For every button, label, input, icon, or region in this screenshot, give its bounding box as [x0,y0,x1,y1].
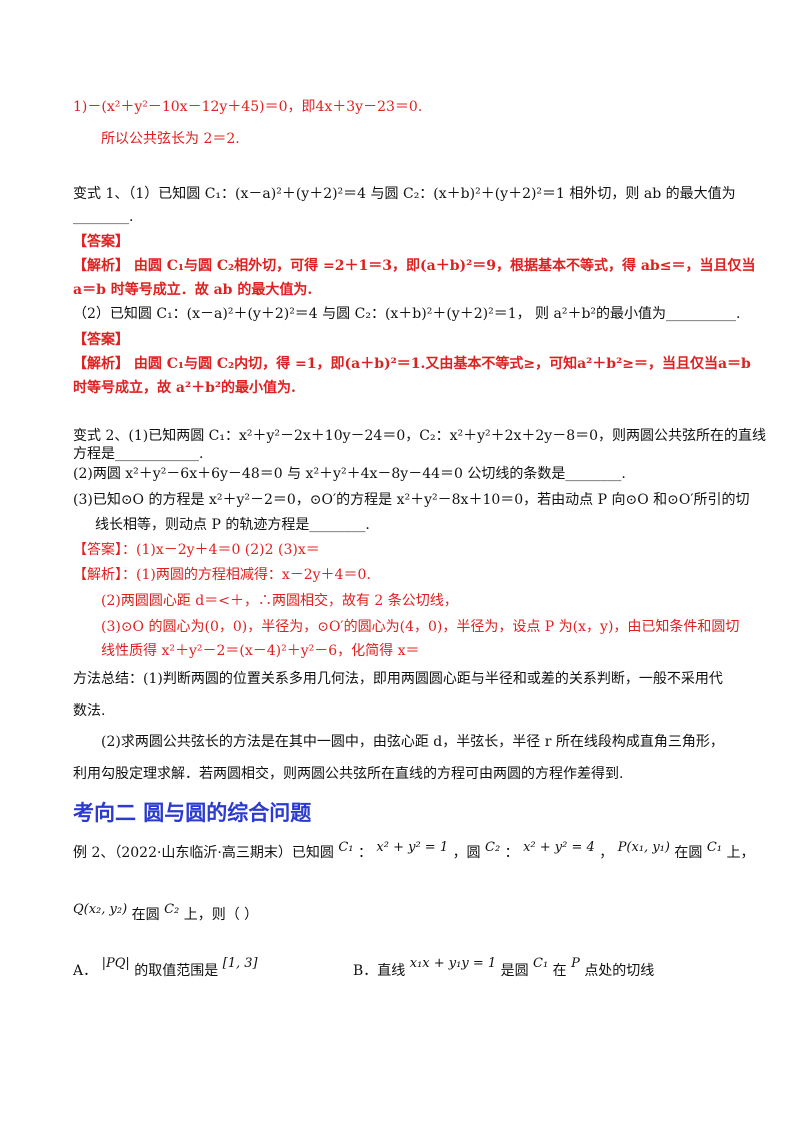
point-p: P(x₁, y₁) [617,840,670,855]
example2-mid: ，圆 [452,845,481,861]
circle-c1-label: C₁ [338,840,354,855]
option-b-label: B．直线 [353,963,406,979]
v1-explanation-2a: 【解析】 由圆 C₁与圆 C₂内切，得 =1，即(a＋b)²＝1.又由基本不等式… [73,356,751,372]
circle-c1-label-2: C₁ [706,840,723,855]
option-b-text-1: 是圆 [500,963,529,979]
point-q: Q(x₂, y₂) [73,902,128,917]
example2-on: 在圆 [674,845,703,861]
section-heading: 考向二 圆与圆的综合问题 [73,801,312,825]
option-b-circle: C₁ [533,956,549,971]
v2-explanation-2: (2)两圆圆心距 d＝<＋，∴两圆相交，故有 2 条公切线， [101,593,458,609]
v1-question-2: （2）已知圆 C₁：(x－a)²＋(y＋2)²＝4 与圆 C₂：(x＋b)²＋(… [73,306,741,322]
method-line-2: 数法. [73,703,106,719]
v2-explanation-1: 【解析】：(1)两圆的方程相减得：x－2y＋4＝0. [73,567,371,583]
v2-question-2: (2)两圆 x²＋y²－6x＋6y－48＝0 与 x²＋y²＋4x－8y－44＝… [73,466,626,482]
option-b: B．直线 x₁x + y₁y = 1 是圆 C₁ 在 P 点处的切线 [353,956,655,982]
option-a-label: A． [73,963,98,979]
v2-answer: 【答案】：(1)x－2y＋4＝0 (2)2 (3)x＝ [73,542,320,558]
example2-then: 上，则（ ） [183,907,259,923]
v1-explanation-2b: 时等号成立，故 a²＋b²的最小值为. [73,380,296,396]
circle-c2-label: C₂ [485,840,501,855]
option-a-abs-pq: |PQ| [101,956,130,971]
circle-c2-equation: x² + y² = 4 [523,840,595,855]
method-line-1: 方法总结：(1)判断两圆的位置关系多用几何法，即用两圆圆心距与半径和或差的关系判… [73,671,723,687]
option-b-text-3: 点处的切线 [584,963,655,979]
option-b-point: P [571,956,580,971]
method-line-4: 利用勾股定理求解．若两圆相交，则两圆公共弦所在直线的方程可由两圆的方程作差得到. [73,766,624,782]
example2-intro: 例 2、（2022·山东临沂·高三期末）已知圆 [73,845,334,861]
v1-question-1a: 变式 1、（1）已知圆 C₁：(x－a)²＋(y＋2)²＝4 与圆 C₂：(x＋… [73,186,736,202]
option-a: A． |PQ| 的取值范围是 [1, 3] [73,956,258,982]
v1-question-1b: ________. [73,209,134,225]
circle-c2-label-2: C₂ [164,902,180,917]
top-line-1: 1)－(x²＋y²－10x－12y＋45)＝0，即4x＋3y－23＝0. [73,99,423,115]
option-b-text-2: 在 [552,963,567,979]
v2-explanation-3a: (3)⊙O 的圆心为(0，0)，半径为，⊙O′的圆心为(4，0)，半径为，设点 … [101,619,740,635]
v2-explanation-3b: 线性质得 x²＋y²－2＝(x－4)²＋y²－6，化简得 x＝ [101,643,420,659]
v2-question-3a: (3)已知⊙O 的方程是 x²＋y²－2＝0，⊙O′的方程是 x²＋y²－8x＋… [73,492,750,508]
v2-question-3b: 线长相等，则动点 P 的轨迹方程是________. [95,517,370,533]
v1-answer-label-2: 【答案】 [73,332,129,348]
option-a-range: [1, 3] [222,956,258,971]
example2-line-2: Q(x₂, y₂) 在圆 C₂ 上，则（ ） [73,902,259,926]
example2-up: 上， [726,845,755,861]
example2-line-1: 例 2、（2022·山东临沂·高三期末）已知圆 C₁ ： x² + y² = 1… [73,840,755,861]
top-line-2: 所以公共弦长为 2＝2. [101,131,240,147]
v1-explanation-1b: a＝b 时等号成立．故 ab 的最大值为. [73,282,313,298]
option-b-line-eq: x₁x + y₁y = 1 [409,956,497,971]
circle-c1-equation: x² + y² = 1 [376,840,449,855]
method-line-3: (2)求两圆公共弦长的方法是在其中一圆中，由弦心距 d，半弦长，半径 r 所在线… [101,734,724,750]
example2-on-2: 在圆 [131,907,160,923]
v1-answer-label: 【答案】 [73,234,129,250]
v1-explanation-1a: 【解析】 由圆 C₁与圆 C₂相外切，可得 =2＋1＝3，即(a＋b)²＝9，根… [73,258,756,274]
v2-question-1a: 变式 2、(1)已知两圆 C₁：x²＋y²－2x＋10y－24＝0，C₂：x²＋… [73,428,767,444]
option-a-text: 的取值范围是 [134,963,219,979]
v2-question-1b: 方程是____________. [73,446,204,462]
